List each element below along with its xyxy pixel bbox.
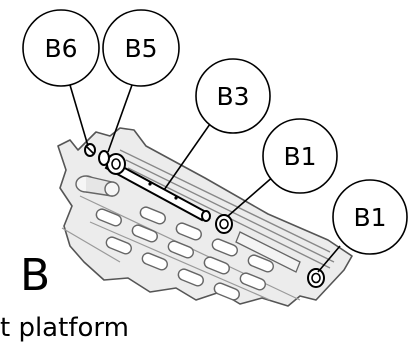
washer-b1-upper xyxy=(215,214,233,234)
callout-b1-upper-circle xyxy=(262,118,338,194)
clip-b6 xyxy=(84,143,96,157)
leader-b5 xyxy=(107,84,133,153)
callout-b1-lower: B1 xyxy=(332,179,408,255)
platform-bracket xyxy=(235,231,301,273)
leader-b1-upper xyxy=(227,174,276,217)
leader-b3 xyxy=(163,123,211,191)
callout-b1-upper-label: B1 xyxy=(283,142,316,171)
parts xyxy=(84,143,325,288)
leader-lines xyxy=(69,84,341,273)
callout-b3: B3 xyxy=(195,58,271,134)
leader-b6 xyxy=(69,84,89,147)
callout-b5: B5 xyxy=(102,9,180,87)
platform-boss xyxy=(75,175,120,197)
callout-b6: B6 xyxy=(22,9,100,87)
callout-b6-circle xyxy=(22,9,100,87)
section-letter: B xyxy=(20,250,50,301)
head-b5 xyxy=(98,150,126,175)
callout-b5-circle xyxy=(102,9,180,87)
callout-b5-label: B5 xyxy=(124,34,157,63)
callout-b3-circle xyxy=(195,58,271,134)
leader-b1-lower xyxy=(317,245,341,273)
callout-b6-label: B6 xyxy=(44,34,77,63)
callout-b1-lower-label: B1 xyxy=(353,203,386,232)
callout-b1-upper: B1 xyxy=(262,118,338,194)
platform-slots xyxy=(95,206,274,301)
callout-b3-label: B3 xyxy=(216,82,249,111)
callout-b1-lower-circle xyxy=(332,179,408,255)
figure-caption: t platform xyxy=(0,313,129,343)
washer-b1-lower xyxy=(307,268,325,288)
